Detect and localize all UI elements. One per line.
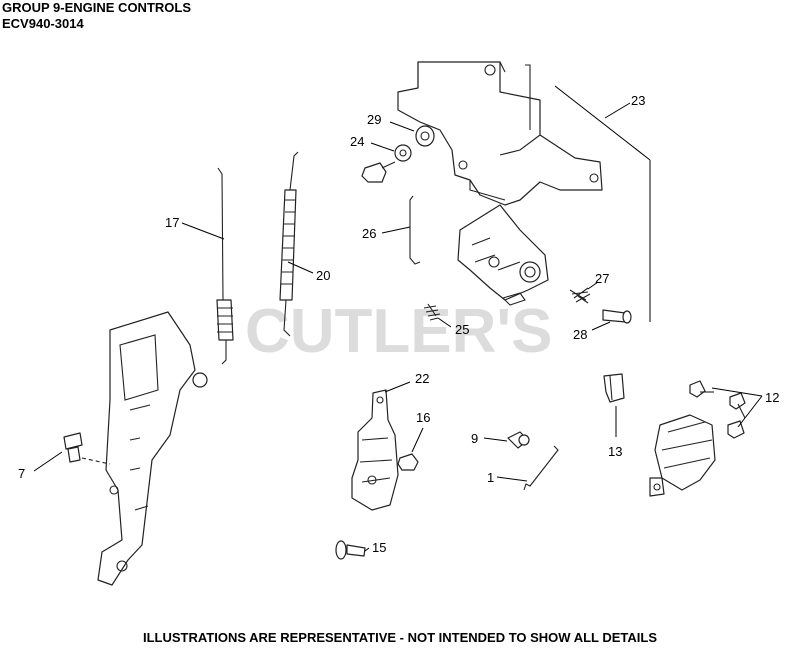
part-24-washer bbox=[361, 144, 412, 183]
part-23-throttle-lever bbox=[351, 389, 399, 511]
callout-7: 7 bbox=[18, 466, 25, 481]
callout-9: 9 bbox=[471, 431, 478, 446]
part-28-screw bbox=[602, 309, 632, 324]
callout-27: 27 bbox=[595, 271, 609, 286]
watermark: CUTLER'S bbox=[245, 297, 553, 366]
callout-16: 16 bbox=[416, 410, 430, 425]
callout-13: 13 bbox=[608, 444, 622, 459]
part-9-clip bbox=[507, 431, 530, 449]
disclaimer-footer: ILLUSTRATIONS ARE REPRESENTATIVE - NOT I… bbox=[143, 630, 657, 645]
callout-28: 28 bbox=[573, 327, 587, 342]
callout-26: 26 bbox=[362, 226, 376, 241]
part-16-nut bbox=[397, 453, 419, 471]
part-25-spring bbox=[423, 303, 441, 321]
part-1-link bbox=[523, 445, 559, 491]
callout-1: 1 bbox=[487, 470, 494, 485]
callout-29: 29 bbox=[367, 112, 381, 127]
callout-24: 24 bbox=[350, 134, 364, 149]
callout-25: 25 bbox=[455, 322, 469, 337]
part-15-pin bbox=[335, 540, 366, 560]
part-7-bolt bbox=[63, 432, 111, 465]
callout-12: 12 bbox=[765, 390, 779, 405]
part-27-spring bbox=[569, 287, 591, 304]
part-12-solenoid bbox=[649, 414, 716, 497]
part-13-bracket bbox=[603, 373, 625, 403]
callout-15: 15 bbox=[372, 540, 386, 555]
part-12-screws bbox=[689, 380, 746, 439]
callout-20: 20 bbox=[316, 268, 330, 283]
part-7-mounting-bracket bbox=[97, 311, 208, 586]
part-29-washer bbox=[415, 125, 435, 147]
part-20-spring bbox=[279, 151, 299, 337]
model-number: ECV940-3014 bbox=[2, 16, 84, 31]
callout-17: 17 bbox=[165, 215, 179, 230]
part-17-governor-spring bbox=[216, 167, 234, 365]
part-26-link-rod bbox=[409, 195, 421, 265]
page-title: GROUP 9-ENGINE CONTROLS bbox=[2, 0, 192, 15]
callout-23: 22 bbox=[415, 371, 429, 386]
part-22-control-bracket bbox=[397, 61, 603, 306]
callout-22: 23 bbox=[631, 93, 645, 108]
